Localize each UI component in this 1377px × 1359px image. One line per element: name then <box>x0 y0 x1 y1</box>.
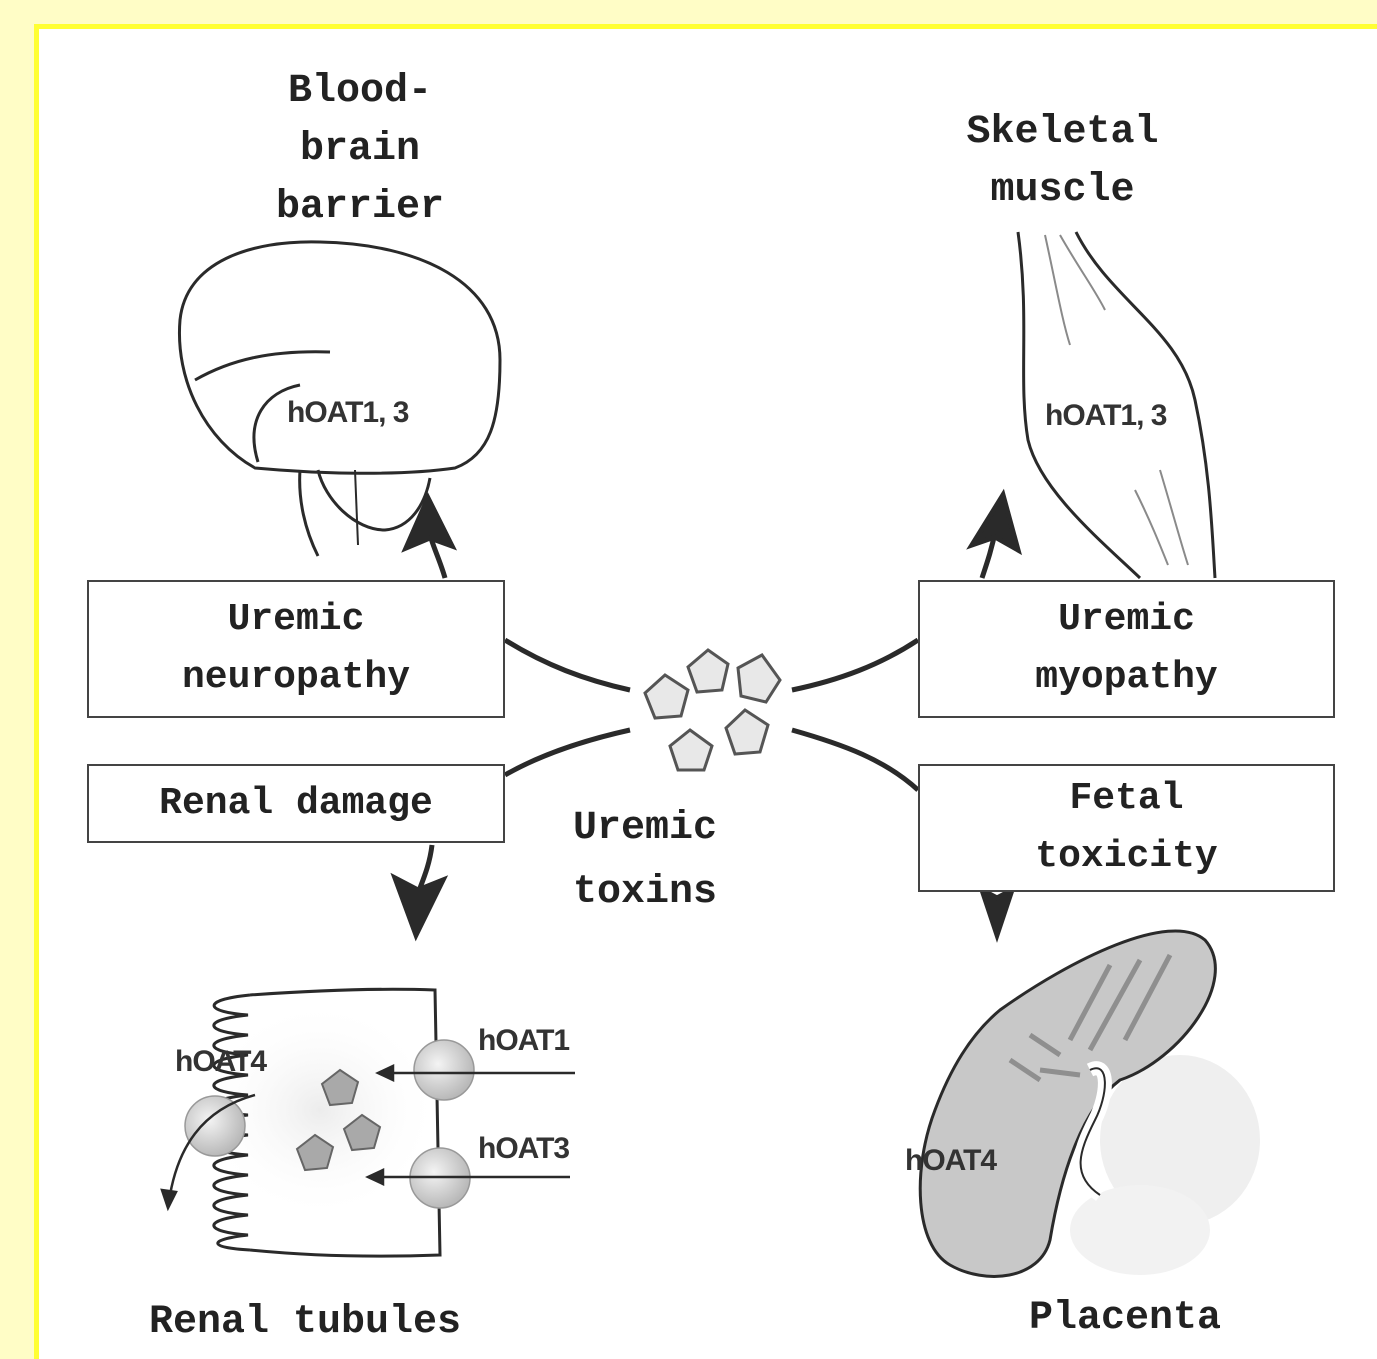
box-fetal-toxicity-text: Fetal toxicity <box>1035 770 1217 886</box>
transporter-renal-oat3: hOAT3 <box>478 1132 569 1166</box>
box-renal-damage-text: Renal damage <box>159 775 433 833</box>
box-renal-damage: Renal damage <box>87 764 505 843</box>
label-skeletal-muscle: Skeletal muscle <box>930 104 1195 220</box>
box-uremic-myopathy-text: Uremic myopathy <box>1035 591 1217 707</box>
label-blood-brain-barrier: Blood- brain barrier <box>230 63 490 237</box>
box-uremic-neuropathy: Uremic neuropathy <box>87 580 505 718</box>
transporter-renal-oat4: hOAT4 <box>175 1045 266 1079</box>
label-uremic-toxins: Uremic toxins <box>530 797 760 925</box>
transporter-muscle: hOAT1, 3 <box>1045 399 1166 433</box>
toxin-pentagons <box>645 650 780 770</box>
box-uremic-neuropathy-text: Uremic neuropathy <box>182 591 410 707</box>
label-placenta: Placenta <box>990 1290 1260 1348</box>
transporter-brain: hOAT1, 3 <box>287 396 408 430</box>
transporter-placenta: hOAT4 <box>905 1144 996 1178</box>
box-uremic-myopathy: Uremic myopathy <box>918 580 1335 718</box>
box-fetal-toxicity: Fetal toxicity <box>918 764 1335 892</box>
label-renal-tubules: Renal tubules <box>100 1294 510 1352</box>
placenta-illustration <box>920 931 1260 1276</box>
transporter-renal-oat1: hOAT1 <box>478 1024 569 1058</box>
